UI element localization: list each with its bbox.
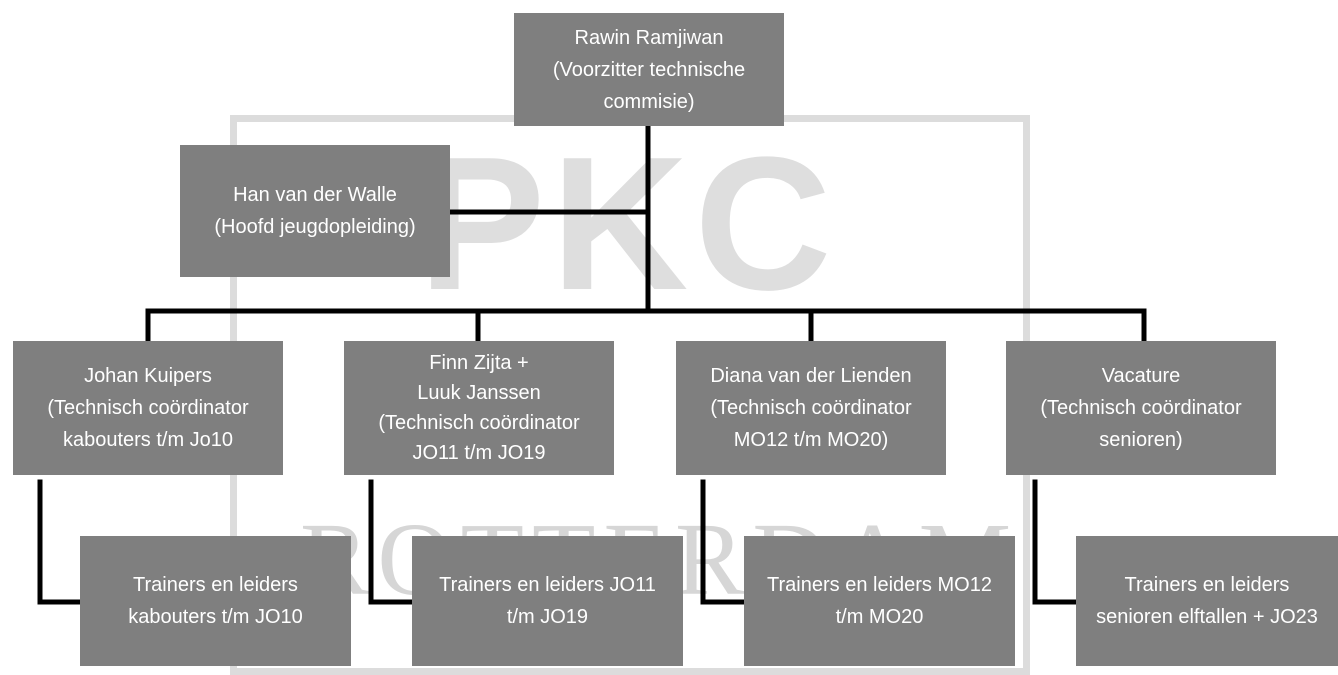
coord-kabouters-name: Johan Kuipers bbox=[84, 365, 212, 387]
node-trainers-jo: Trainers en leiders JO11 t/m JO19 bbox=[412, 536, 683, 666]
watermark-logo-text: PKC bbox=[418, 118, 838, 330]
chair-role-line1: (Voorzitter technische bbox=[552, 58, 746, 81]
coord-mo-name: Diana van der Lienden bbox=[710, 365, 912, 387]
connector-trainers-mo bbox=[700, 479, 747, 605]
trainers-kabouters-line2: kabouters t/m JO10 bbox=[128, 606, 303, 628]
node-coord-mo: Diana van der Lienden (Technisch coördin… bbox=[676, 341, 946, 475]
node-coord-jo: Finn Zijta + Luuk Janssen (Technisch coö… bbox=[344, 341, 614, 475]
youth-head-name: Han van der Walle bbox=[233, 184, 397, 206]
connector-trainers-senioren bbox=[1032, 479, 1079, 605]
connector-trainers-kabouters bbox=[37, 479, 83, 605]
node-coord-kabouters: Johan Kuipers (Technisch coördinator kab… bbox=[13, 341, 283, 475]
coord-mo-role-line2: MO12 t/m MO20) bbox=[733, 429, 889, 451]
trainers-senioren-line2: senioren elftallen + JO23 bbox=[1096, 606, 1318, 628]
node-trainers-mo: Trainers en leiders MO12 t/m MO20 bbox=[744, 536, 1015, 666]
coord-jo-role-line2: JO11 t/m JO19 bbox=[412, 442, 546, 464]
coord-jo-name-line1: Finn Zijta + bbox=[429, 352, 529, 374]
chair-role-line2: commisie) bbox=[603, 90, 695, 113]
coord-senioren-name: Vacature bbox=[1101, 365, 1181, 387]
trainers-jo-line1: Trainers en leiders JO11 bbox=[439, 574, 656, 596]
node-trainers-senioren: Trainers en leiders senioren elftallen +… bbox=[1076, 536, 1338, 666]
node-coord-senioren: Vacature (Technisch coördinator senioren… bbox=[1006, 341, 1276, 475]
coord-kabouters-role-line1: (Technisch coördinator bbox=[47, 397, 249, 419]
node-youth-head: Han van der Walle (Hoofd jeugdopleiding) bbox=[180, 145, 450, 277]
coord-jo-name-line2: Luuk Janssen bbox=[417, 382, 541, 404]
trainers-mo-line1: Trainers en leiders MO12 bbox=[767, 574, 992, 596]
trainers-kabouters-line1: Trainers en leiders bbox=[133, 574, 298, 596]
node-chair: Rawin Ramjiwan (Voorzitter technische co… bbox=[514, 13, 784, 126]
node-trainers-kabouters: Trainers en leiders kabouters t/m JO10 bbox=[80, 536, 351, 666]
trainers-jo-line2: t/m JO19 bbox=[506, 606, 589, 628]
trainers-mo-line2: t/m MO20 bbox=[835, 606, 924, 628]
coord-kabouters-role-line2: kabouters t/m Jo10 bbox=[62, 429, 234, 451]
coord-senioren-role-line1: (Technisch coördinator bbox=[1040, 397, 1242, 419]
chair-name: Rawin Ramjiwan bbox=[574, 26, 724, 49]
coord-jo-role-line1: (Technisch coördinator bbox=[378, 412, 580, 434]
coord-mo-role-line1: (Technisch coördinator bbox=[710, 397, 912, 419]
youth-head-role: (Hoofd jeugdopleiding) bbox=[214, 216, 416, 238]
trainers-senioren-line1: Trainers en leiders bbox=[1124, 574, 1290, 596]
connector-trainers-jo bbox=[368, 479, 415, 605]
coord-senioren-role-line2: senioren) bbox=[1099, 429, 1183, 451]
